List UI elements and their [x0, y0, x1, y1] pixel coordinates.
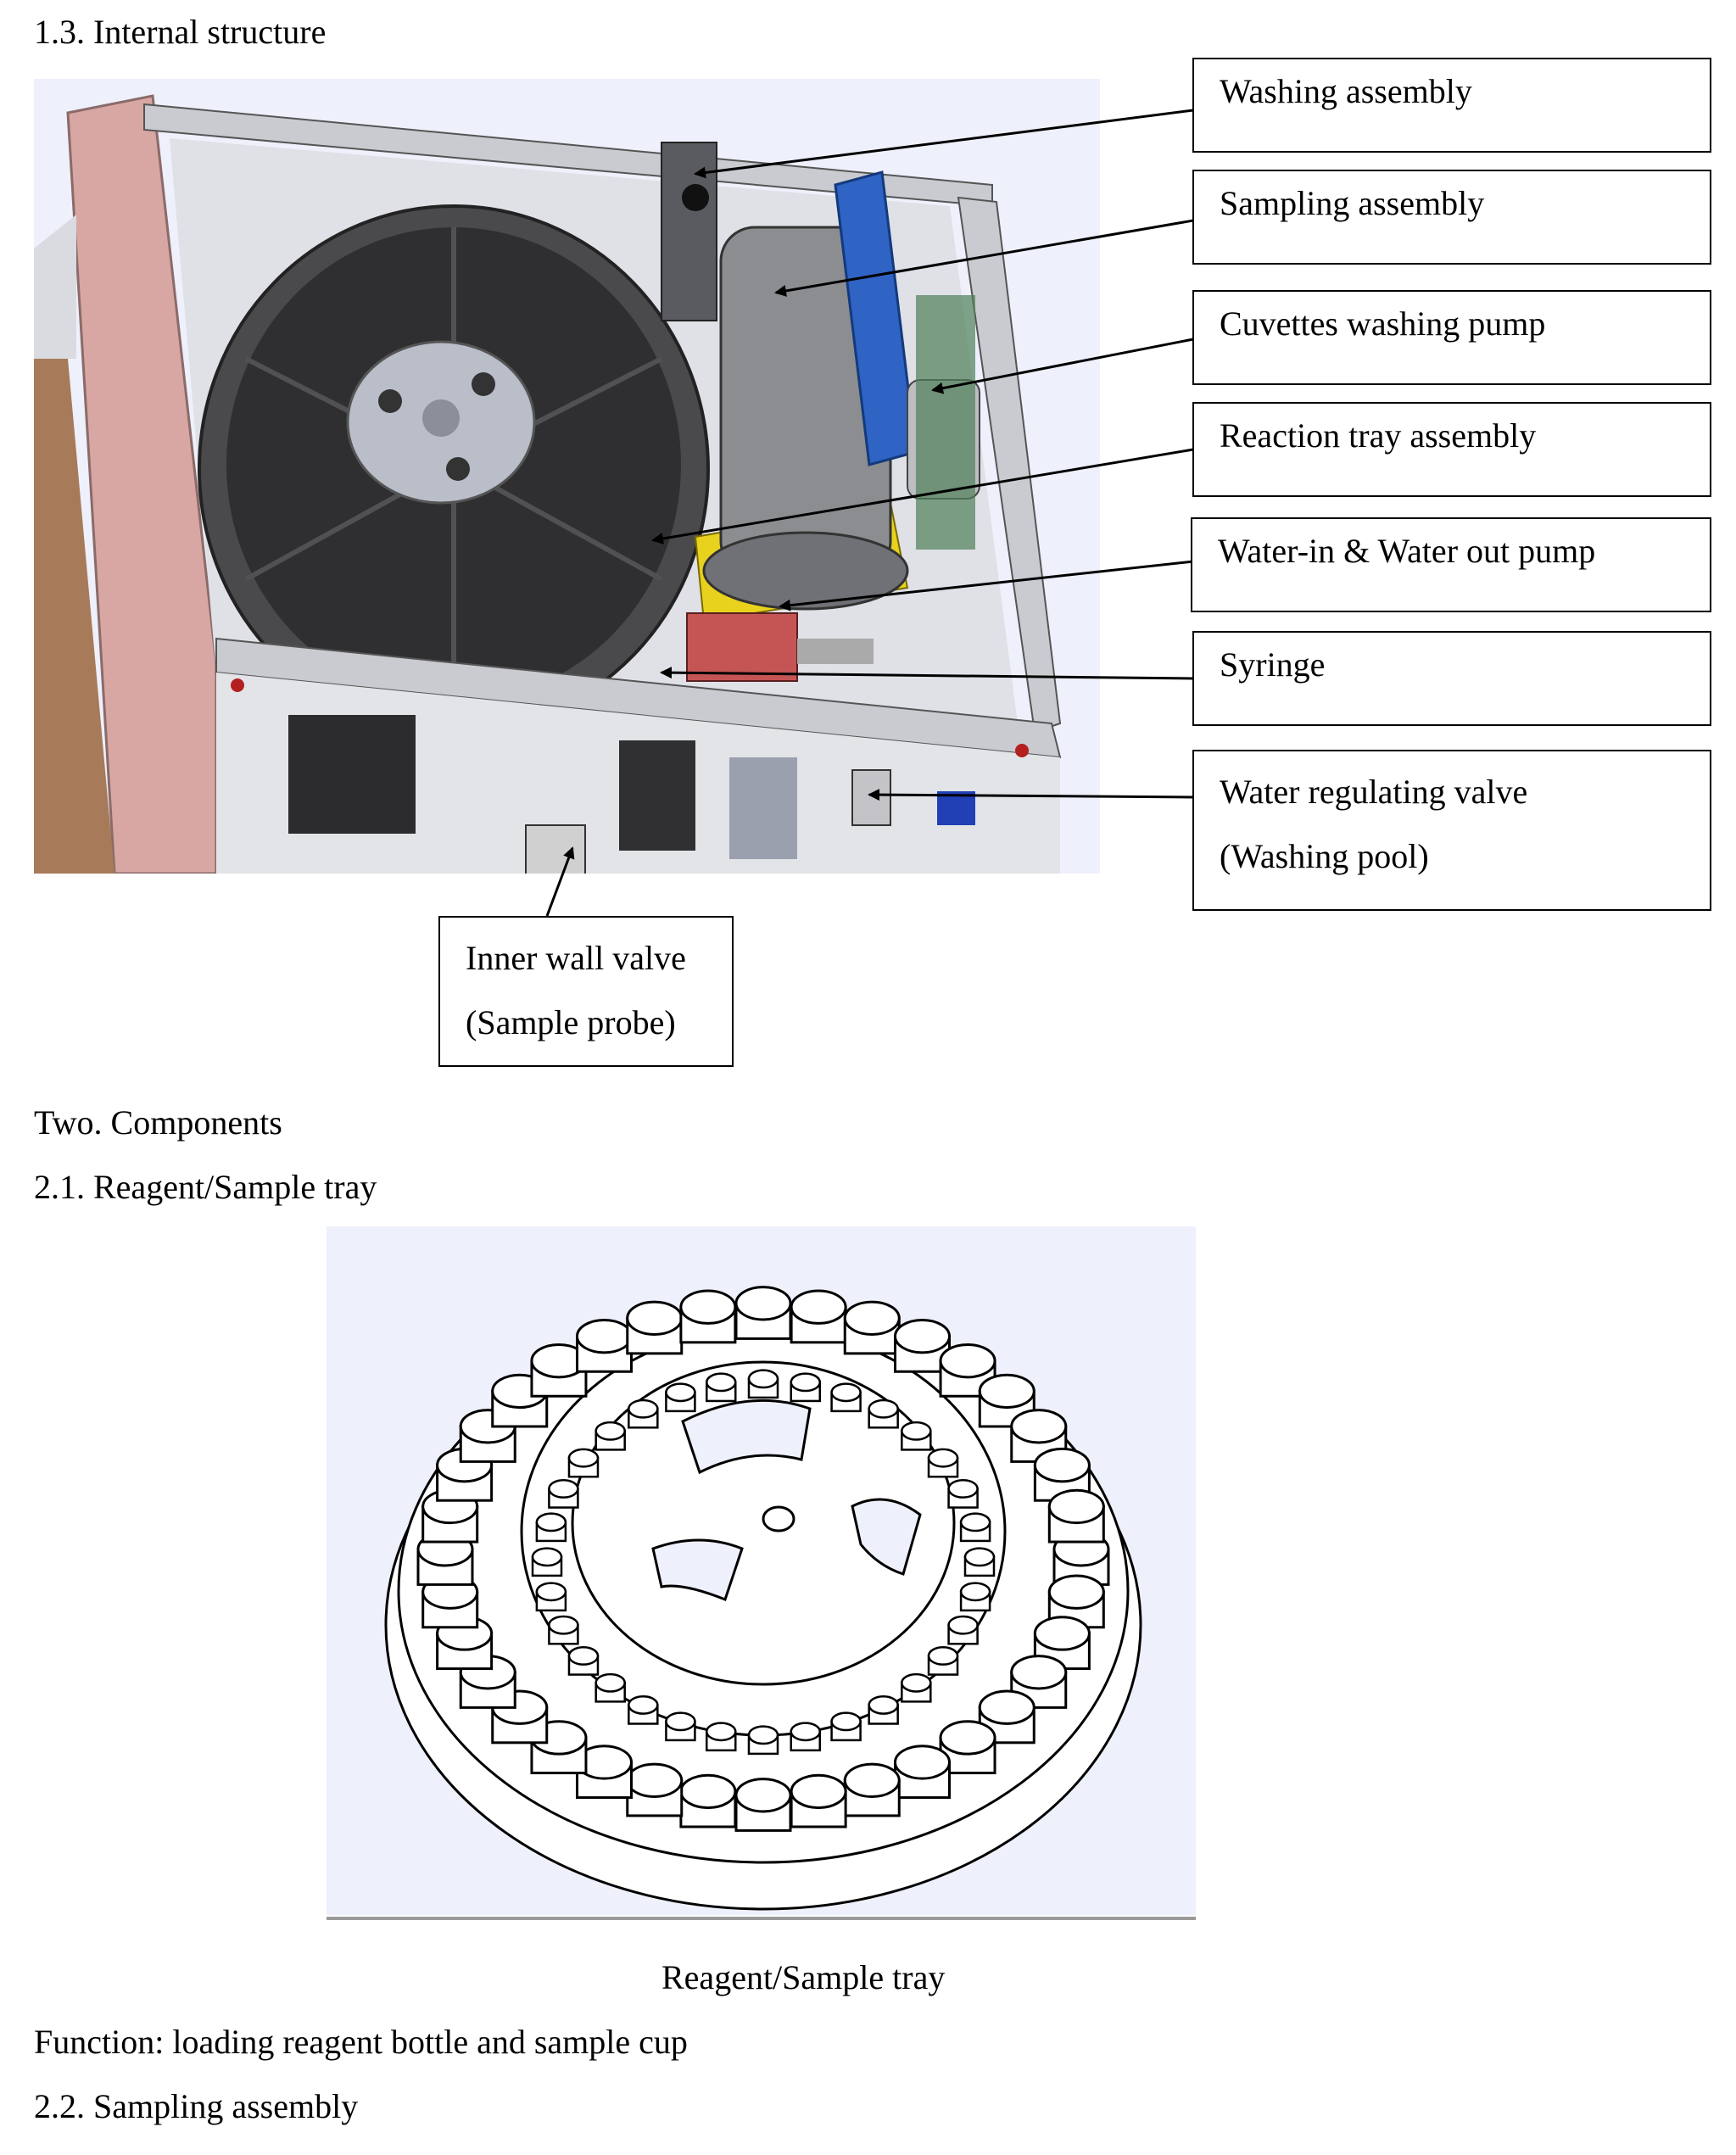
callout-sampling-assembly: Sampling assembly	[1192, 170, 1711, 265]
callout-inner-wall-valve: Inner wall valve (Sample probe)	[438, 916, 734, 1067]
sample-cup-cap	[567, 1448, 600, 1468]
sample-cup-cap	[567, 1646, 600, 1666]
sample-cup-cap	[963, 1547, 996, 1567]
reagent-bottle-cap	[939, 1720, 996, 1756]
sample-cup-cap	[628, 1694, 659, 1715]
sample-cup-cap	[706, 1372, 737, 1393]
reagent-bottle-cap	[843, 1300, 901, 1336]
reagent-sample-tray-figure	[327, 1226, 1196, 1920]
reagent-bottle-cap	[734, 1286, 792, 1321]
sample-cup-cap	[927, 1646, 959, 1666]
sample-cup-cap	[548, 1615, 579, 1635]
internal-structure-figure	[34, 79, 1100, 874]
sample-cup-cap	[868, 1694, 899, 1715]
reagent-bottle-cap	[978, 1373, 1035, 1410]
reagent-bottle-cap	[894, 1745, 951, 1780]
sample-cup-cap	[959, 1582, 991, 1602]
sample-cup-cap	[947, 1478, 979, 1499]
reagent-bottle-cap	[576, 1318, 633, 1354]
reagent-bottle-cap	[626, 1300, 684, 1336]
sample-cup-cap	[628, 1399, 659, 1419]
sample-cup-cap	[747, 1725, 779, 1745]
reagent-bottle-cap	[1047, 1574, 1105, 1610]
sample-cup-cap	[706, 1722, 737, 1742]
section-heading-2-2: 2.2. Sampling assembly	[34, 2087, 359, 2125]
sample-cup-cap	[747, 1369, 779, 1389]
sample-cup-cap	[594, 1421, 626, 1441]
section-heading-2-1: 2.1. Reagent/Sample tray	[34, 1168, 377, 1206]
sample-cup-cap	[790, 1722, 821, 1742]
callout-cuvettes-washing-pump: Cuvettes washing pump	[1192, 290, 1711, 385]
sample-cup-cap	[535, 1582, 567, 1602]
sample-cup-cap	[830, 1382, 862, 1403]
sample-cup-cap	[665, 1711, 696, 1732]
reagent-bottle-cap	[939, 1343, 996, 1379]
reagent-bottle-cap	[1047, 1488, 1105, 1525]
reagent-bottle-cap	[734, 1778, 792, 1813]
section-heading-1-3: 1.3. Internal structure	[34, 13, 327, 51]
callout-washing-assembly: Washing assembly	[1192, 58, 1711, 153]
sample-cup-cap	[901, 1672, 932, 1693]
sample-cup-cap	[830, 1711, 862, 1732]
sample-cup-cap	[665, 1382, 696, 1403]
callout-syringe: Syringe	[1192, 631, 1711, 726]
figure-caption: Reagent/Sample tray	[661, 1958, 946, 1996]
sample-cup-cap	[548, 1478, 579, 1499]
reagent-bottle-cap	[790, 1289, 847, 1325]
sample-cup-cap	[531, 1547, 563, 1567]
sample-cup-cap	[927, 1448, 959, 1468]
reagent-bottle-cap	[626, 1762, 684, 1799]
reagent-bottle-cap	[894, 1318, 951, 1354]
reagent-bottle-cap	[1010, 1655, 1068, 1690]
sample-cup-cap	[947, 1615, 979, 1635]
sample-cup-cap	[959, 1512, 991, 1533]
section-heading-two: Two. Components	[34, 1103, 282, 1142]
sample-cup-cap	[790, 1372, 821, 1393]
sample-cup-cap	[868, 1399, 899, 1419]
reagent-bottle-cap	[978, 1689, 1035, 1725]
sample-cup-cap	[535, 1512, 567, 1533]
reagent-bottle-cap	[1033, 1616, 1091, 1651]
reagent-bottle-cap	[679, 1289, 737, 1325]
reagent-bottle-cap	[790, 1773, 847, 1810]
reagent-bottle-cap	[843, 1762, 901, 1799]
reagent-bottle-cap	[1033, 1447, 1091, 1483]
callout-water-regulating-valve: Water regulating valve (Washing pool)	[1192, 750, 1711, 911]
sample-cup-cap	[594, 1672, 626, 1693]
function-text: Function: loading reagent bottle and sam…	[34, 2023, 688, 2061]
reagent-bottle-cap	[1010, 1409, 1068, 1444]
callout-reaction-tray-assembly: Reaction tray assembly	[1192, 402, 1711, 497]
callout-water-pump: Water-in & Water out pump	[1191, 517, 1711, 612]
sample-cup-cap	[901, 1421, 932, 1441]
reagent-bottle-cap	[679, 1773, 737, 1810]
